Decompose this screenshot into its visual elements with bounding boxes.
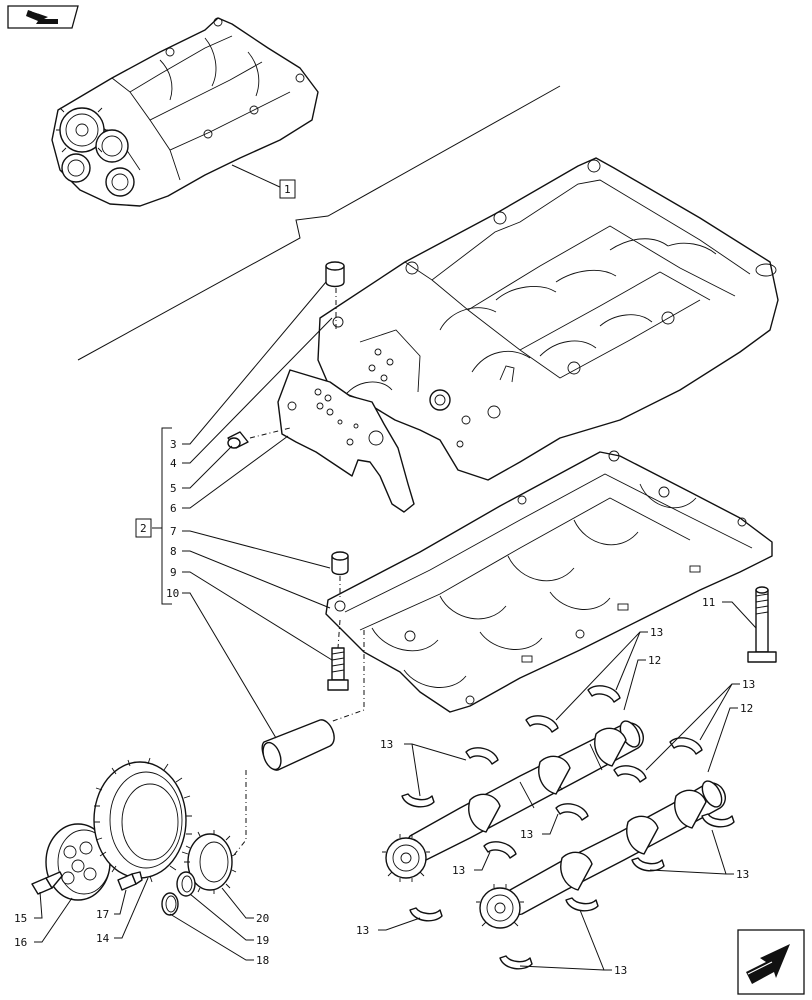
large-gear-14 xyxy=(93,757,192,883)
svg-text:13: 13 xyxy=(650,626,663,639)
callout-9: 9 xyxy=(170,566,333,661)
callout-8: 8 xyxy=(170,545,331,609)
dowel-sleeve-7 xyxy=(331,551,349,576)
next-page-button[interactable] xyxy=(737,929,805,995)
bolt-11 xyxy=(747,586,777,663)
svg-text:2: 2 xyxy=(140,522,147,535)
callout-box-1: 1 xyxy=(279,179,296,199)
svg-text:4: 4 xyxy=(170,457,177,470)
svg-text:13: 13 xyxy=(614,964,627,977)
camshaft-gear-lower xyxy=(476,884,524,929)
callout-15: 15 xyxy=(14,891,43,925)
callout-3: 3 xyxy=(170,281,327,451)
camshaft-upper xyxy=(406,720,644,864)
svg-text:19: 19 xyxy=(256,934,269,947)
screw-17 xyxy=(117,871,143,891)
svg-text:11: 11 xyxy=(702,596,715,609)
prev-page-button[interactable] xyxy=(7,5,79,29)
svg-text:13: 13 xyxy=(452,864,465,877)
svg-text:6: 6 xyxy=(170,502,177,515)
callout-5: 5 xyxy=(170,445,233,495)
view-separator-line xyxy=(77,85,561,361)
pulley-hub-16 xyxy=(45,823,111,901)
svg-text:15: 15 xyxy=(14,912,27,925)
camshaft-carrier-upper xyxy=(317,157,779,481)
svg-text:16: 16 xyxy=(14,936,27,949)
camshaft-carrier-lower xyxy=(325,450,773,713)
svg-text:13: 13 xyxy=(742,678,755,691)
dowel-pin-5 xyxy=(227,431,249,449)
svg-text:10: 10 xyxy=(166,587,179,600)
svg-text:17: 17 xyxy=(96,908,109,921)
callout-12-upper: 12 xyxy=(623,654,661,711)
page-arrow-icon xyxy=(26,10,58,24)
svg-text:5: 5 xyxy=(170,482,177,495)
callout-17: 17 xyxy=(96,889,127,921)
svg-text:8: 8 xyxy=(170,545,177,558)
dowel-sleeve-3 xyxy=(325,261,345,288)
gasket-plate xyxy=(277,369,415,513)
callout-10: 10 xyxy=(166,587,277,739)
callout-group-bracket xyxy=(161,427,172,605)
page-arrow-icon xyxy=(746,944,790,984)
svg-text:13: 13 xyxy=(520,828,533,841)
svg-text:14: 14 xyxy=(96,932,110,945)
callout-4: 4 xyxy=(170,317,333,470)
svg-text:12: 12 xyxy=(740,702,753,715)
ring-19 xyxy=(176,871,196,897)
svg-text:7: 7 xyxy=(170,525,177,538)
callout-20: 20 xyxy=(221,887,269,925)
svg-text:1: 1 xyxy=(284,183,291,196)
svg-text:18: 18 xyxy=(256,954,269,967)
ring-18 xyxy=(161,892,179,916)
overview-assembly-drawing xyxy=(51,17,319,207)
bolt-9 xyxy=(327,647,349,691)
svg-text:20: 20 xyxy=(256,912,269,925)
callout-11: 11 xyxy=(702,596,757,629)
callout-7: 7 xyxy=(170,525,331,569)
svg-text:13: 13 xyxy=(736,868,749,881)
svg-text:9: 9 xyxy=(170,566,177,579)
callout-16: 16 xyxy=(14,897,73,949)
callout-6: 6 xyxy=(170,435,289,515)
bearing-shells xyxy=(401,685,735,970)
camshaft-lower xyxy=(504,780,726,916)
svg-text:12: 12 xyxy=(648,654,661,667)
callout-box-2: 2 xyxy=(135,518,152,538)
svg-text:13: 13 xyxy=(380,738,393,751)
svg-text:3: 3 xyxy=(170,438,177,451)
callout-19: 19 xyxy=(189,893,269,947)
small-gear-20 xyxy=(184,830,237,894)
camshaft-gear-upper xyxy=(382,834,430,882)
callout-12-lower: 12 xyxy=(707,702,753,773)
callout-14: 14 xyxy=(96,877,149,945)
screw-15 xyxy=(31,871,63,895)
svg-text:13: 13 xyxy=(356,924,369,937)
callout-18: 18 xyxy=(169,913,269,967)
plug-10 xyxy=(261,719,335,771)
callout-13: 13 13 13 13 13 13 13 13 xyxy=(356,626,755,977)
